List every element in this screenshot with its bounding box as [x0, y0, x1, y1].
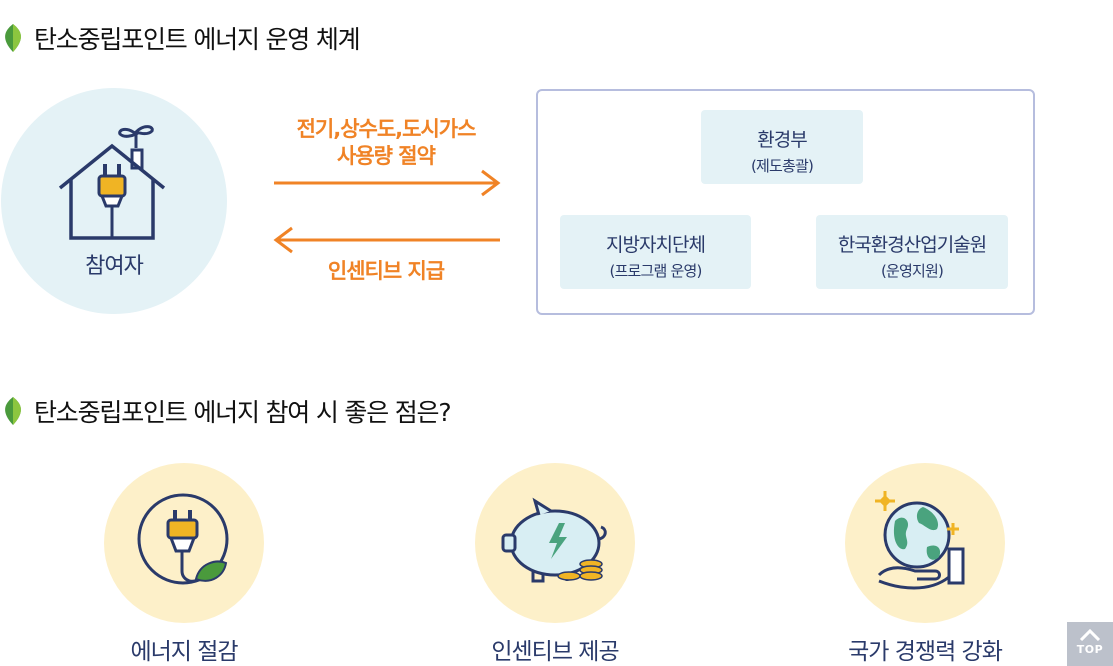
flow-saving-line1: 전기,상수도,도시가스 [296, 117, 477, 141]
flow-saving-text: 전기,상수도,도시가스 사용량 절약 [262, 116, 510, 170]
benefit-label: 인센티브 제공 [491, 639, 619, 665]
participant-circle: 참여자 [1, 88, 227, 314]
plug-leaf-icon [137, 493, 229, 585]
section-title-benefits: 탄소중립포인트 에너지 참여 시 좋은 점은? [0, 393, 452, 429]
scroll-top-label: TOP [1076, 643, 1104, 656]
section-title-operation: 탄소중립포인트 에너지 운영 체계 [0, 20, 361, 56]
org-keiti: 한국환경산업기술원 (운영지원) [816, 215, 1008, 289]
org-ministry-of-environment: 환경부 (제도총괄) [701, 110, 863, 184]
org-name: 환경부 [757, 129, 807, 151]
house-plug-icon [58, 125, 166, 240]
org-name: 한국환경산업기술원 [837, 234, 987, 256]
chevron-up-icon [1079, 629, 1101, 641]
benefit-label: 에너지 절감 [130, 639, 238, 665]
participant-label: 참여자 [85, 254, 144, 279]
org-name: 지방자치단체 [606, 234, 706, 256]
section-title-text: 탄소중립포인트 에너지 운영 체계 [34, 25, 361, 54]
operation-structure-box: 환경부 (제도총괄) 지방자치단체 (프로그램 운영) 한국환경산업기술원 (운… [536, 89, 1035, 315]
scroll-top-button[interactable]: TOP [1067, 622, 1113, 666]
section-title-text: 탄소중립포인트 에너지 참여 시 좋은 점은? [34, 398, 452, 427]
org-local-government: 지방자치단체 (프로그램 운영) [560, 215, 751, 289]
leaf-bullet-icon [5, 397, 21, 425]
leaf-bullet-icon [5, 24, 21, 52]
flow-saving-line2: 사용량 절약 [337, 144, 436, 168]
org-role: (운영지원) [880, 262, 944, 280]
globe-hand-icon [875, 491, 965, 590]
benefit-energy-saving [104, 463, 264, 623]
benefit-label: 국가 경쟁력 강화 [848, 639, 1003, 665]
benefit-national-competitiveness [845, 463, 1005, 623]
org-role: (제도총괄) [750, 157, 814, 175]
arrow-left-icon [273, 226, 500, 254]
piggy-bank-icon [501, 497, 607, 583]
org-role: (프로그램 운영) [609, 262, 702, 280]
benefit-incentive [475, 463, 635, 623]
arrow-right-icon [274, 169, 501, 197]
flow-incentive-text: 인센티브 지급 [327, 259, 445, 283]
